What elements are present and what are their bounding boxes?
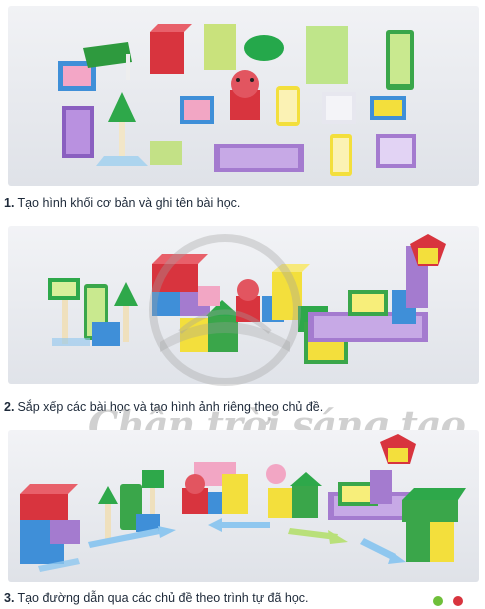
path-theme-image — [8, 430, 479, 582]
step-3-caption: 3.Tạo đường dẫn qua các chủ đề theo trìn… — [4, 591, 309, 605]
panel-step-1 — [8, 6, 479, 186]
boxes-panel-image — [8, 6, 479, 186]
leaf-icon — [433, 596, 463, 606]
step-1-caption: 1.Tạo hình khối cơ bản và ghi tên bài họ… — [4, 196, 240, 210]
step-3-number: 3. — [4, 591, 15, 605]
panel-step-3 — [8, 430, 479, 582]
step-2-caption: 2.Sắp xếp các bài học và tạo hình ảnh ri… — [4, 400, 323, 414]
step-1-text: Tạo hình khối cơ bản và ghi tên bài học. — [17, 196, 241, 210]
book-logo-icon — [149, 234, 301, 386]
step-3-text: Tạo đường dẫn qua các chủ đề theo trình … — [17, 591, 309, 605]
step-2-number: 2. — [4, 400, 15, 414]
step-1-number: 1. — [4, 196, 15, 210]
arranged-theme-image — [8, 226, 479, 384]
step-2-text: Sắp xếp các bài học và tạo hình ảnh riên… — [17, 400, 324, 414]
panel-step-2 — [8, 226, 479, 384]
